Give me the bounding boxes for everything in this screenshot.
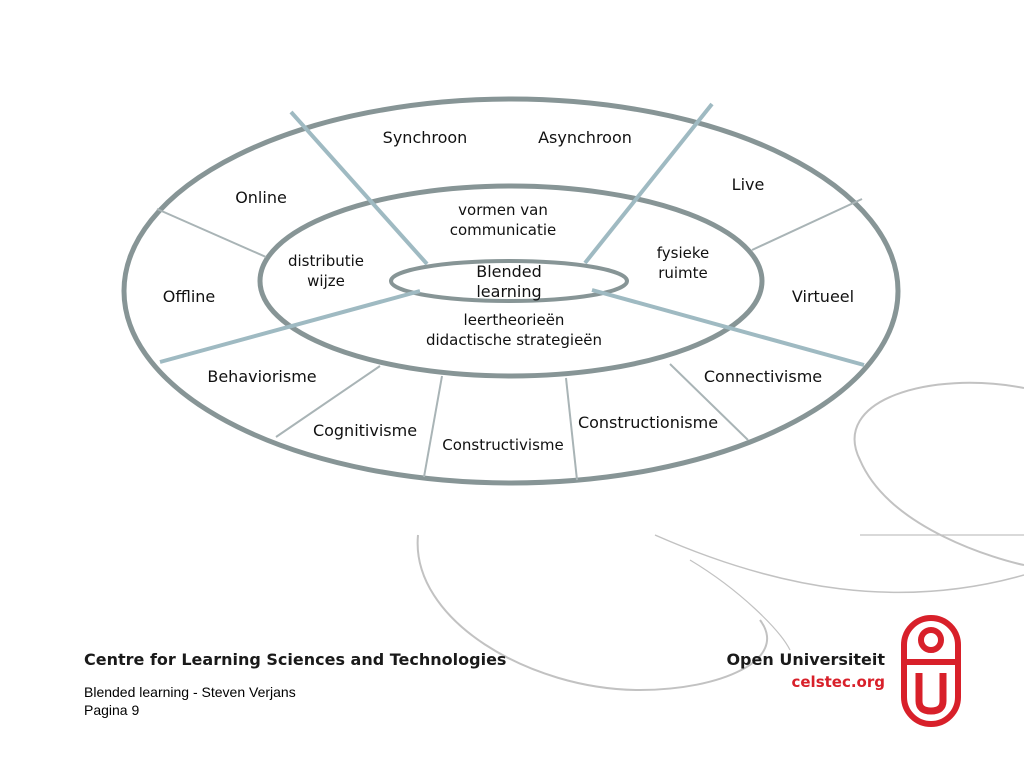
presentation-title: Blended learning - Steven Verjans xyxy=(84,684,296,700)
page-number: Pagina 9 xyxy=(84,702,140,718)
footer-meta: Blended learning - Steven Verjans Pagina… xyxy=(84,683,296,719)
centre-name: Centre for Learning Sciences and Technol… xyxy=(84,650,507,669)
outer-label-online: Online xyxy=(235,188,287,207)
brand-name: Open Universiteit xyxy=(726,650,885,669)
inner-ring xyxy=(257,183,765,379)
outer-label-synchroon: Synchroon xyxy=(383,128,468,147)
outer-label-virtueel: Virtueel xyxy=(792,287,854,306)
major-dividers xyxy=(159,102,865,367)
open-universiteit-logo-icon xyxy=(901,615,961,727)
outer-label-cognitivisme: Cognitivisme xyxy=(313,421,417,440)
outer-label-constructionisme: Constructionisme xyxy=(578,413,718,432)
center-ring xyxy=(389,259,629,303)
minor-dividers xyxy=(156,198,863,481)
brand-url: celstec.org xyxy=(791,673,885,691)
outer-label-constructivisme: Constructivisme xyxy=(442,436,564,454)
outer-label-offline: Offline xyxy=(163,287,216,306)
outer-label-asynchroon: Asynchroon xyxy=(538,128,632,147)
outer-label-live: Live xyxy=(732,175,765,194)
background-swoosh xyxy=(416,381,1024,692)
outer-ring xyxy=(121,96,901,486)
outer-label-connectivisme: Connectivisme xyxy=(704,367,822,386)
outer-label-behaviorisme: Behaviorisme xyxy=(207,367,316,386)
